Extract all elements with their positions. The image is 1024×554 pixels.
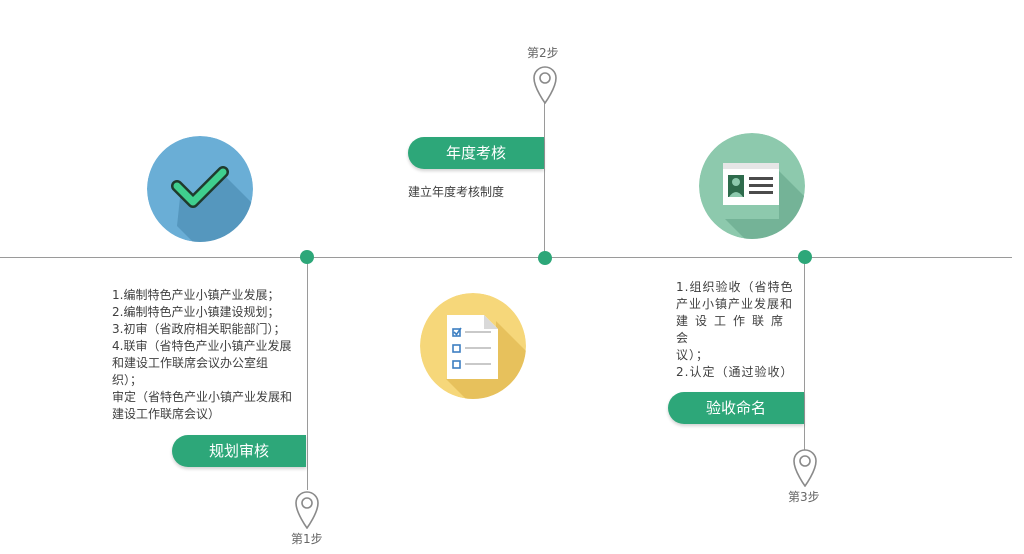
step1-desc-line: 1.编制特色产业小镇产业发展； xyxy=(112,288,280,302)
step2-connector xyxy=(544,96,545,258)
step2-label: 第2步 xyxy=(527,46,559,60)
step1-desc-line: 3.初审（省政府相关职能部门）； xyxy=(112,322,286,336)
step1-tag: 规划审核 xyxy=(172,435,306,467)
step1-desc-line: 织）； xyxy=(112,373,143,387)
step1-label: 第1步 xyxy=(291,532,323,546)
step3-tag: 验收命名 xyxy=(668,392,804,424)
id-card-icon xyxy=(699,133,805,239)
step1-connector xyxy=(307,258,308,490)
step2-tag: 年度考核 xyxy=(408,137,544,169)
step1-desc-line: 建设工作联席会议） xyxy=(112,407,221,421)
step3-label: 第3步 xyxy=(788,490,820,504)
step3-desc-line: 产业小镇产业发展和 xyxy=(676,297,794,311)
step3-desc-line: 1.组织验收（省特色 xyxy=(676,280,794,294)
step1-desc-line: 4.联审（省特色产业小镇产业发展 xyxy=(112,339,292,353)
checkmark-icon xyxy=(147,136,253,242)
step1-description: 1.编制特色产业小镇产业发展； 2.编制特色产业小镇建设规划； 3.初审（省政府… xyxy=(112,287,312,423)
step1-desc-line: 和建设工作联席会议办公室组 xyxy=(112,356,269,370)
step3-desc-line: 2.认定（通过验收） xyxy=(676,365,794,379)
step2-pin-icon xyxy=(533,66,557,104)
step1-node xyxy=(300,250,314,264)
step3-node xyxy=(798,250,812,264)
step1-desc-line: 审定（省特色产业小镇产业发展和 xyxy=(112,390,293,404)
step2-desc-line: 建立年度考核制度 xyxy=(408,185,505,199)
checklist-document-icon xyxy=(420,293,526,399)
step1-pin-icon xyxy=(295,491,319,529)
step3-desc-line: 建设工作联席会 xyxy=(676,314,791,345)
step1-desc-line: 2.编制特色产业小镇建设规划； xyxy=(112,305,280,319)
step3-pin-icon xyxy=(793,449,817,487)
step3-desc-line: 议）； xyxy=(676,348,710,362)
step3-connector xyxy=(804,258,805,450)
step2-description: 建立年度考核制度 xyxy=(408,184,548,201)
timeline-axis xyxy=(0,257,1012,258)
step2-node xyxy=(538,251,552,265)
step3-description: 1.组织验收（省特色 产业小镇产业发展和 建设工作联席会 议）； 2.认定（通过… xyxy=(676,279,806,381)
